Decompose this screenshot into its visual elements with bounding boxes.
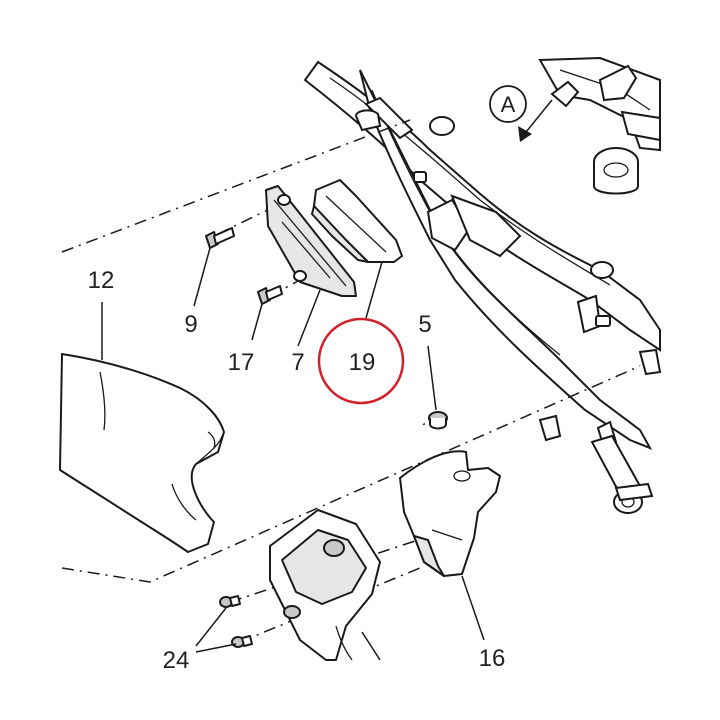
screw-9 [205,227,235,249]
screw-24-a [219,595,241,608]
callout-16: 16 [479,645,506,672]
lower-cover [269,509,381,661]
callout-7: 7 [291,349,304,376]
callout-19: 19 [349,349,376,376]
part-12-side-cover [59,353,225,553]
part-7-bracket [265,185,357,297]
screw-17 [257,285,283,305]
highlight-circle [317,317,405,405]
motorcycle-frame [303,56,662,514]
callout-17: 17 [228,349,255,376]
view-a-label: A [501,92,516,117]
callout-5: 5 [418,311,431,338]
part-5-grommet [428,411,448,430]
callout-12: 12 [88,267,115,294]
leader-lines [101,247,485,661]
view-a-marker: A [489,85,553,142]
callout-24: 24 [163,647,190,674]
screw-24-b [231,635,253,648]
callout-9: 9 [184,311,197,338]
part-16-cover [399,450,501,577]
part-19-cover [311,179,403,263]
view-a-arrow-icon [518,126,532,142]
